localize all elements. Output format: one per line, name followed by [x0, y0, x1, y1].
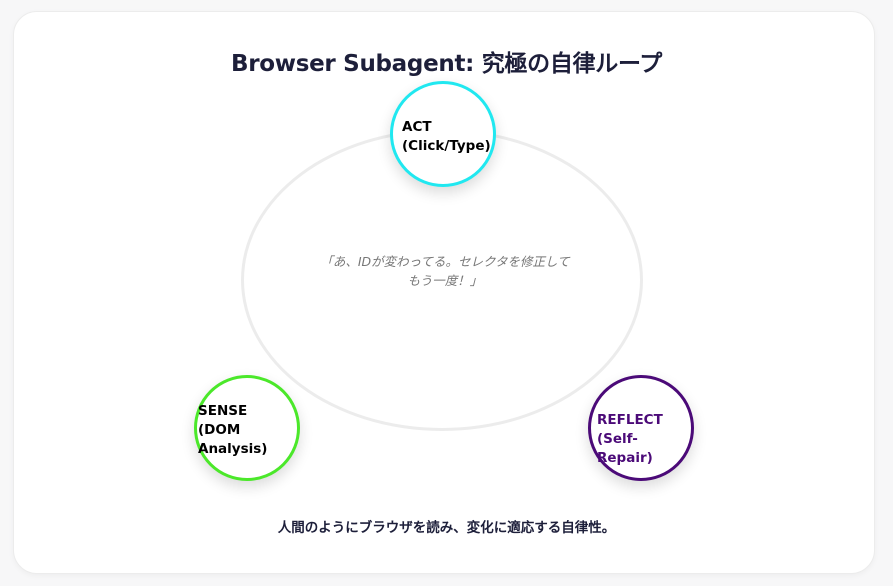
- act-node: ACT (Click/Type): [390, 81, 496, 187]
- sense-node-label: SENSE (DOM Analysis): [198, 403, 268, 457]
- sense-node: SENSE (DOM Analysis): [194, 375, 300, 481]
- diagram-title: Browser Subagent: 究極の自律ループ: [231, 51, 662, 77]
- act-node-label: ACT (Click/Type): [402, 119, 491, 154]
- footer-caption: 人間のようにブラウザを読み、変化に適応する自律性。: [277, 520, 616, 536]
- reflect-node: REFLECT (Self-Repair): [588, 375, 694, 481]
- reflect-node-label: REFLECT (Self-Repair): [597, 412, 663, 466]
- center-quote: 「あ、IDが変わってる。セレクタを修正してもう一度！」: [320, 254, 570, 288]
